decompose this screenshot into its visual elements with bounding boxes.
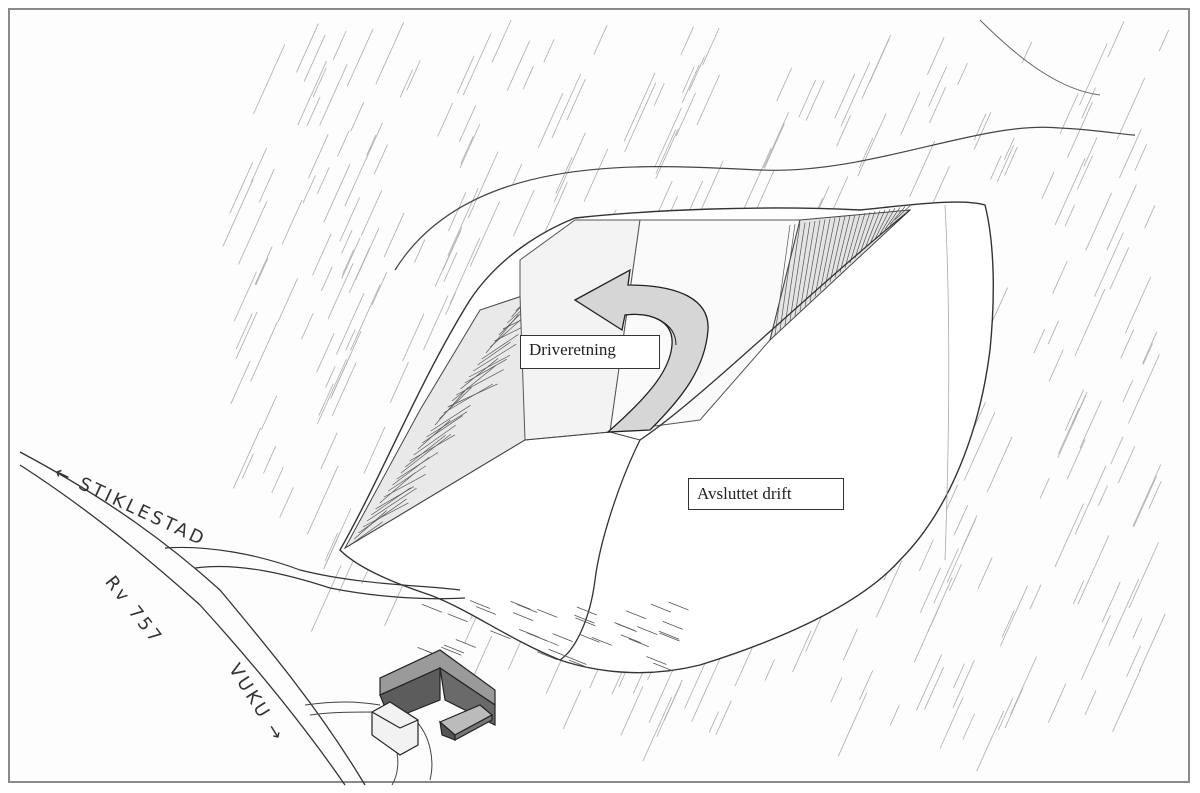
drive-direction-label: Driveretning bbox=[520, 335, 660, 369]
farm-buildings bbox=[372, 650, 495, 755]
main-road-outer bbox=[20, 465, 345, 785]
finished-operation-label: Avsluttet drift bbox=[688, 478, 844, 510]
main-road-inner bbox=[20, 452, 365, 785]
upper-hill-line bbox=[980, 20, 1100, 95]
